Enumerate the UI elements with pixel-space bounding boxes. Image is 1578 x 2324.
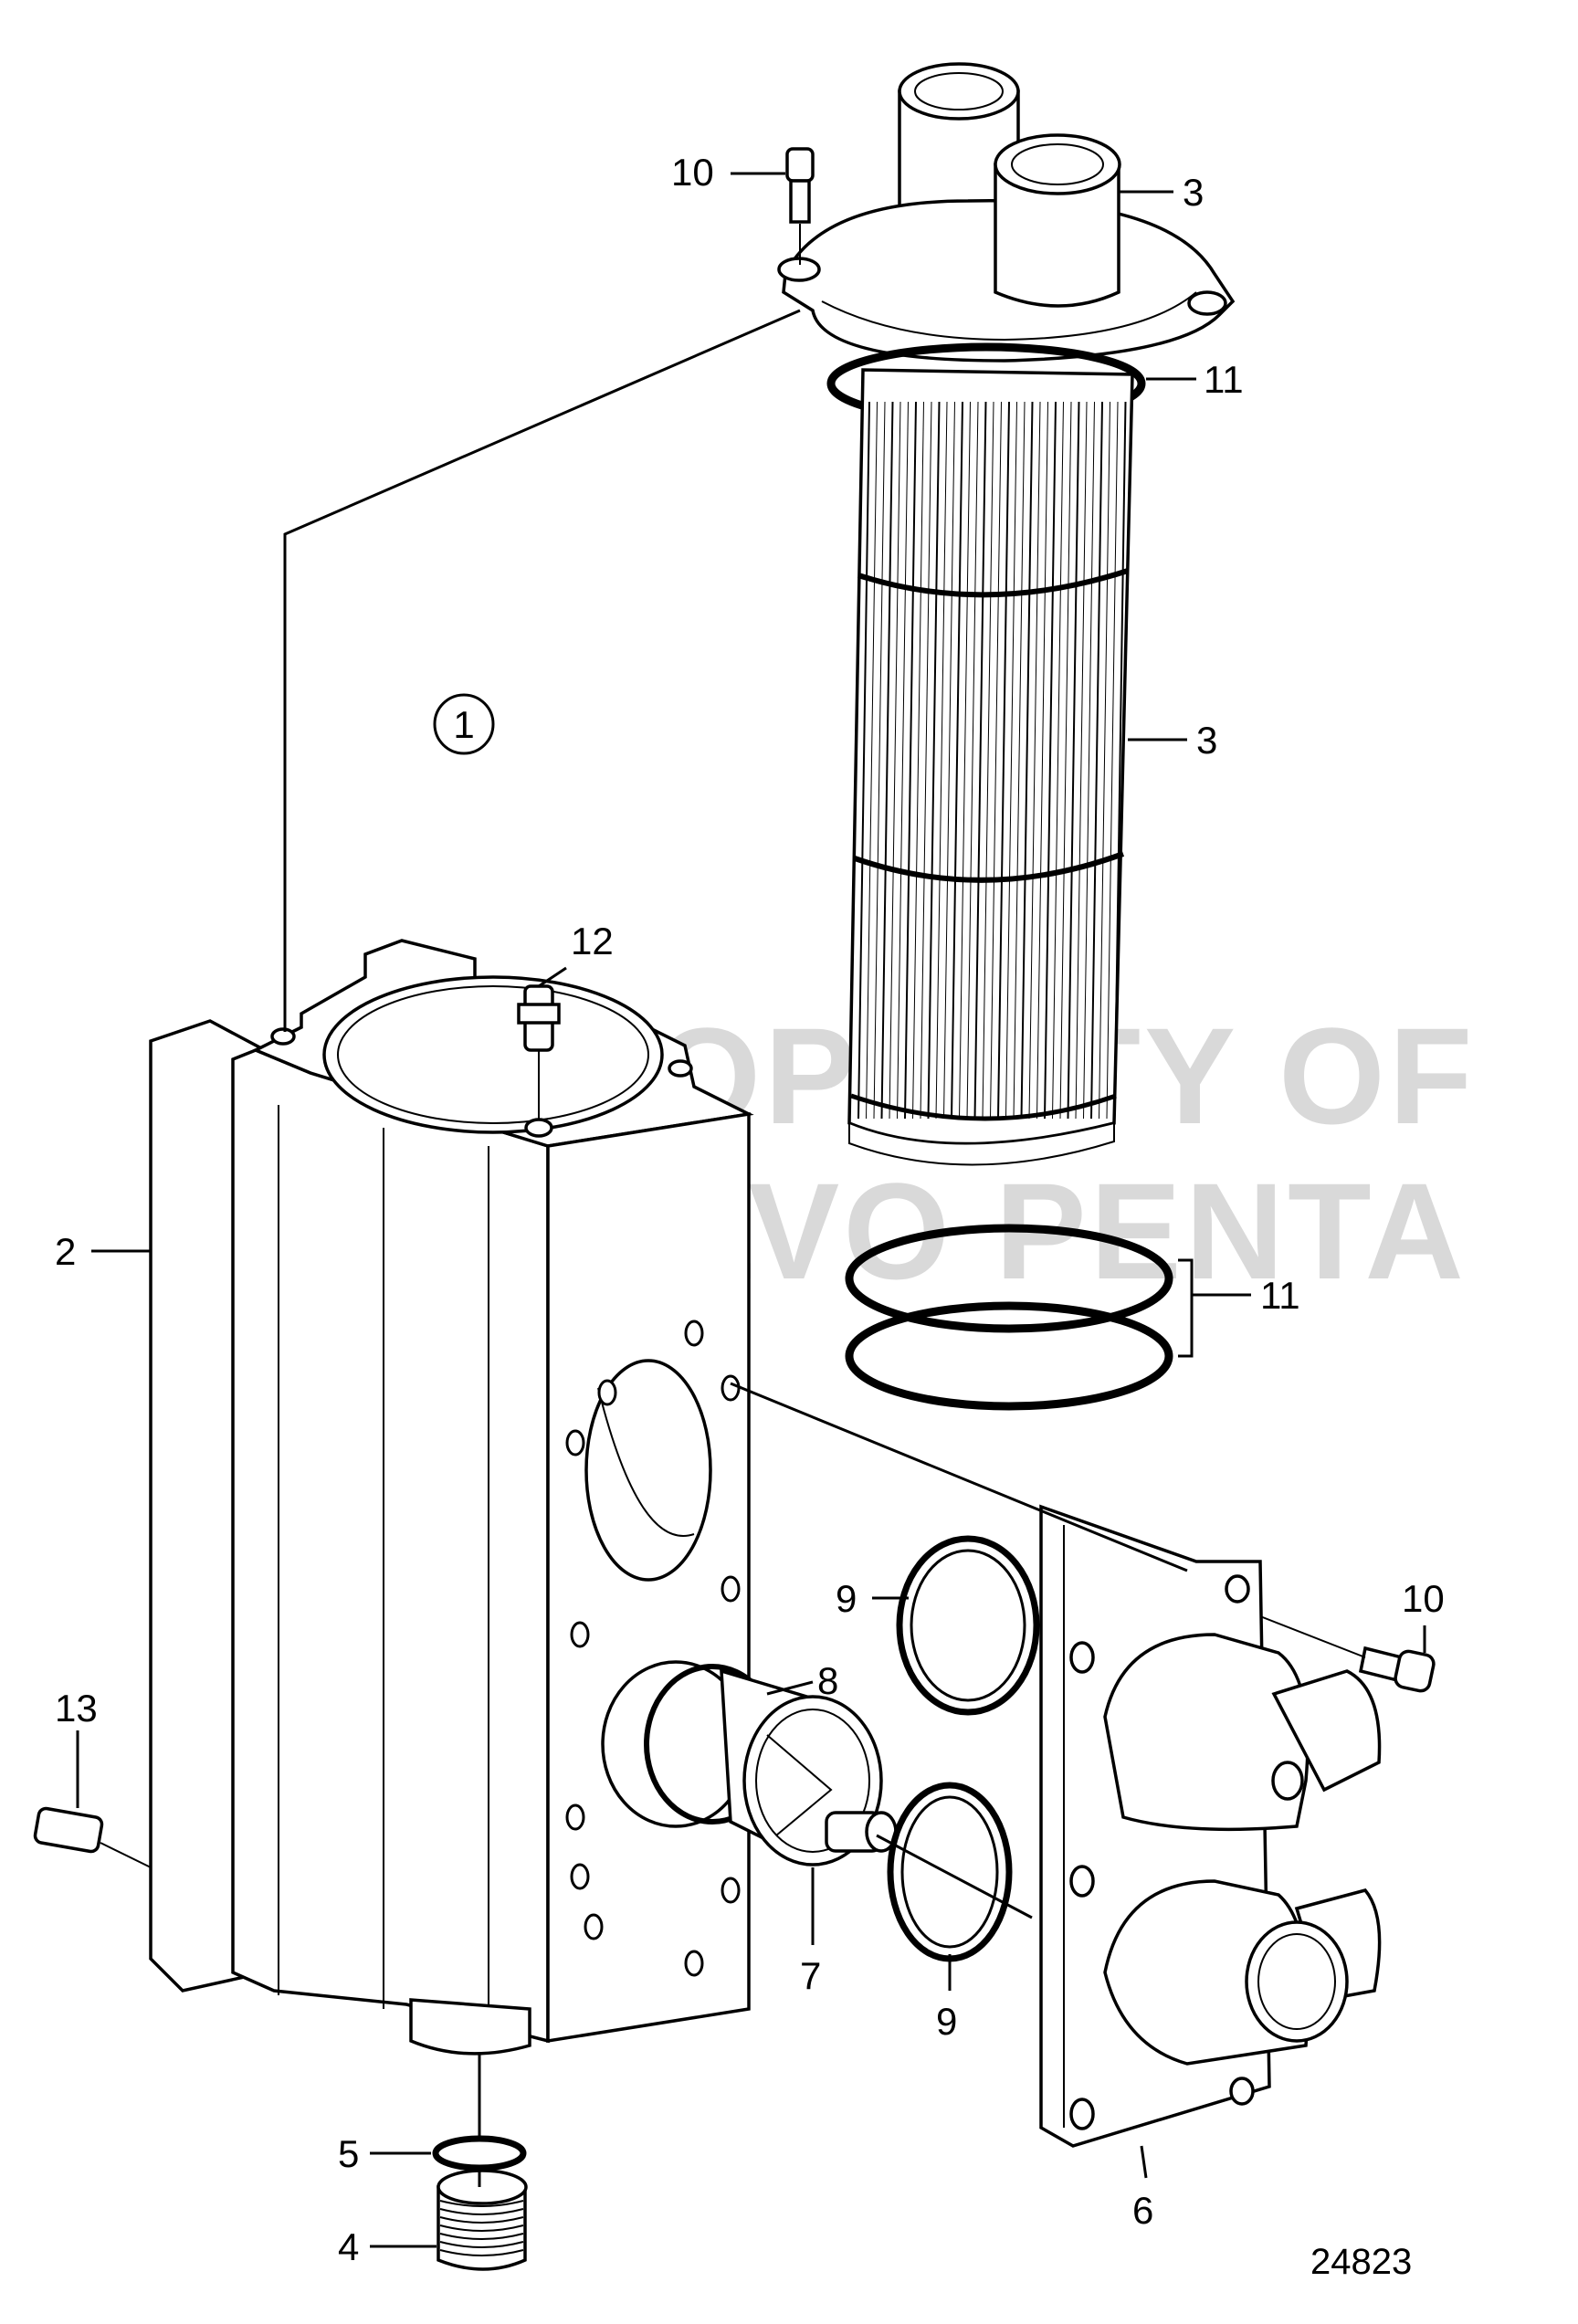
callout-3-top: 3: [1183, 171, 1204, 214]
filter-element-part-3: [847, 368, 1134, 1166]
callout-2: 2: [55, 1230, 76, 1273]
nipple-part-12: [517, 984, 561, 1119]
thermostat-housing-part-6: [1039, 1504, 1382, 2148]
callout-9-bottom: 9: [936, 2000, 957, 2043]
seal-part-9-top: [896, 1535, 1040, 1716]
svg-text:1: 1: [453, 703, 474, 746]
callout-11-mid: 11: [1260, 1274, 1300, 1317]
o-rings-part-11: [845, 1224, 1173, 1411]
plug-part-4: [437, 2169, 528, 2271]
callout-4: 4: [338, 2225, 359, 2268]
callout-12: 12: [571, 920, 614, 962]
callout-6: 6: [1132, 2189, 1153, 2232]
callout-13: 13: [55, 1687, 98, 1730]
housing-part-2: [149, 939, 754, 2056]
callout-11-top: 11: [1204, 358, 1244, 401]
leader-lines: [76, 172, 1426, 2248]
callout-10-right: 10: [1402, 1577, 1445, 1620]
callout-8: 8: [817, 1659, 838, 1702]
callout-10-top: 10: [671, 151, 714, 194]
screw-part-10-right: [1259, 1615, 1436, 1693]
washer-part-5: [432, 2135, 527, 2172]
callout-3-mid: 3: [1196, 719, 1217, 762]
screw-part-10-top: [785, 147, 815, 265]
seal-part-9-bottom: [887, 1782, 1013, 1962]
drawing-number: 24823: [1310, 2242, 1412, 2282]
callout-7: 7: [800, 1954, 821, 1997]
group-marker: 1: [433, 693, 495, 755]
callout-labels: 10 3 11 3 12 2 11 9 10 8 13 7 9 6 5 4: [55, 151, 1445, 2268]
callout-9-top: 9: [836, 1577, 857, 1620]
thermostat-part-7: [601, 1660, 898, 1867]
callout-5: 5: [338, 2132, 359, 2175]
filter-cover-part-3: [777, 62, 1236, 425]
plug-part-13: [33, 1806, 152, 1868]
